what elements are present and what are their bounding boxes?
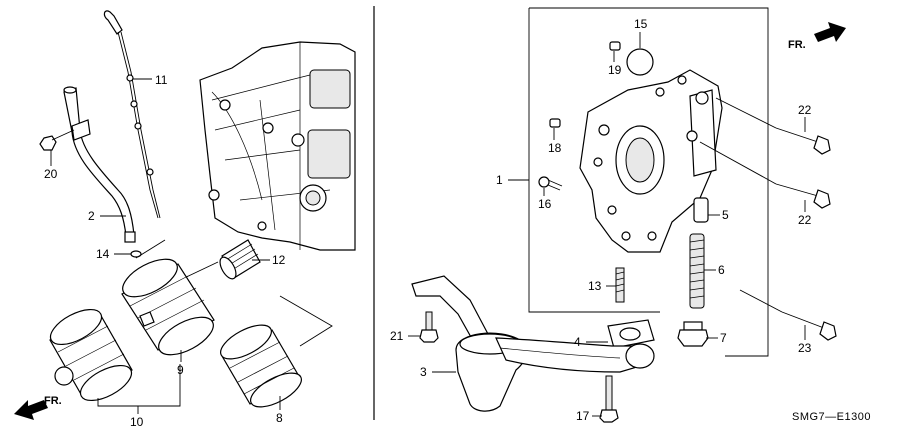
callout-7: 7 <box>720 331 727 345</box>
callout-2: 2 <box>88 209 95 223</box>
oil-strainer-3 <box>411 275 655 412</box>
callout-22-lower: 22 <box>798 213 812 227</box>
callout-11: 11 <box>155 73 168 87</box>
dowel-pin-18 <box>549 118 561 128</box>
front-direction-label-right: FR. <box>788 39 806 51</box>
bolt-21 <box>419 311 439 343</box>
callout-17: 17 <box>576 409 590 423</box>
bolt-16 <box>538 176 563 191</box>
filter-threaded-joint-12 <box>219 239 261 280</box>
dipstick <box>103 10 161 219</box>
group-bracket-10 <box>97 364 181 407</box>
callout-20: 20 <box>44 167 58 181</box>
front-direction-arrow-left <box>14 400 48 420</box>
bolt-20 <box>39 129 75 151</box>
sealing-bolt-7 <box>677 321 709 347</box>
front-direction-label-left: FR. <box>44 395 62 407</box>
relief-valve-5 <box>693 197 709 223</box>
callout-22-upper: 22 <box>798 103 812 117</box>
o-ring-15 <box>626 48 654 76</box>
callout-15: 15 <box>634 17 648 31</box>
callout-13: 13 <box>588 279 602 293</box>
callout-3: 3 <box>420 365 427 379</box>
callout-16: 16 <box>538 197 552 211</box>
nut-17 <box>599 375 619 423</box>
callout-4: 4 <box>574 335 581 349</box>
callout-8: 8 <box>276 411 283 425</box>
callout-19: 19 <box>608 63 622 77</box>
oil-pump-body <box>579 69 723 253</box>
engine-block-illustration <box>199 41 356 251</box>
dipstick-tube <box>63 86 136 243</box>
oil-filter-8 <box>220 324 302 408</box>
relief-spring-6 <box>689 233 705 309</box>
dowel-pin-19 <box>609 41 621 51</box>
leader-23-b <box>739 289 783 313</box>
callout-10: 10 <box>130 415 144 427</box>
callout-6: 6 <box>718 263 725 277</box>
leader-22b-b <box>699 141 777 185</box>
callout-18: 18 <box>548 141 562 155</box>
stud-bolt-13 <box>615 267 625 303</box>
callout-14: 14 <box>96 247 110 261</box>
callout-21: 21 <box>390 329 404 343</box>
diagram-code: SMG7—E1300 <box>792 411 871 423</box>
leader-22a-b <box>715 97 777 129</box>
bolt-22-upper <box>775 127 831 155</box>
group-bracket-8 <box>279 295 333 347</box>
bolt-22-lower <box>775 183 831 209</box>
callout-12: 12 <box>272 253 286 267</box>
callout-5: 5 <box>722 208 729 222</box>
callout-9: 9 <box>177 363 184 377</box>
gasket-4 <box>607 319 655 349</box>
bolt-23 <box>781 311 837 341</box>
leader-14b <box>135 239 166 259</box>
oil-filter-10 <box>49 308 133 402</box>
assembly-box-1 <box>528 7 769 357</box>
front-direction-arrow-right <box>814 22 846 42</box>
callout-1: 1 <box>496 173 503 187</box>
callout-23: 23 <box>798 341 812 355</box>
oil-filter-9 <box>121 258 215 356</box>
